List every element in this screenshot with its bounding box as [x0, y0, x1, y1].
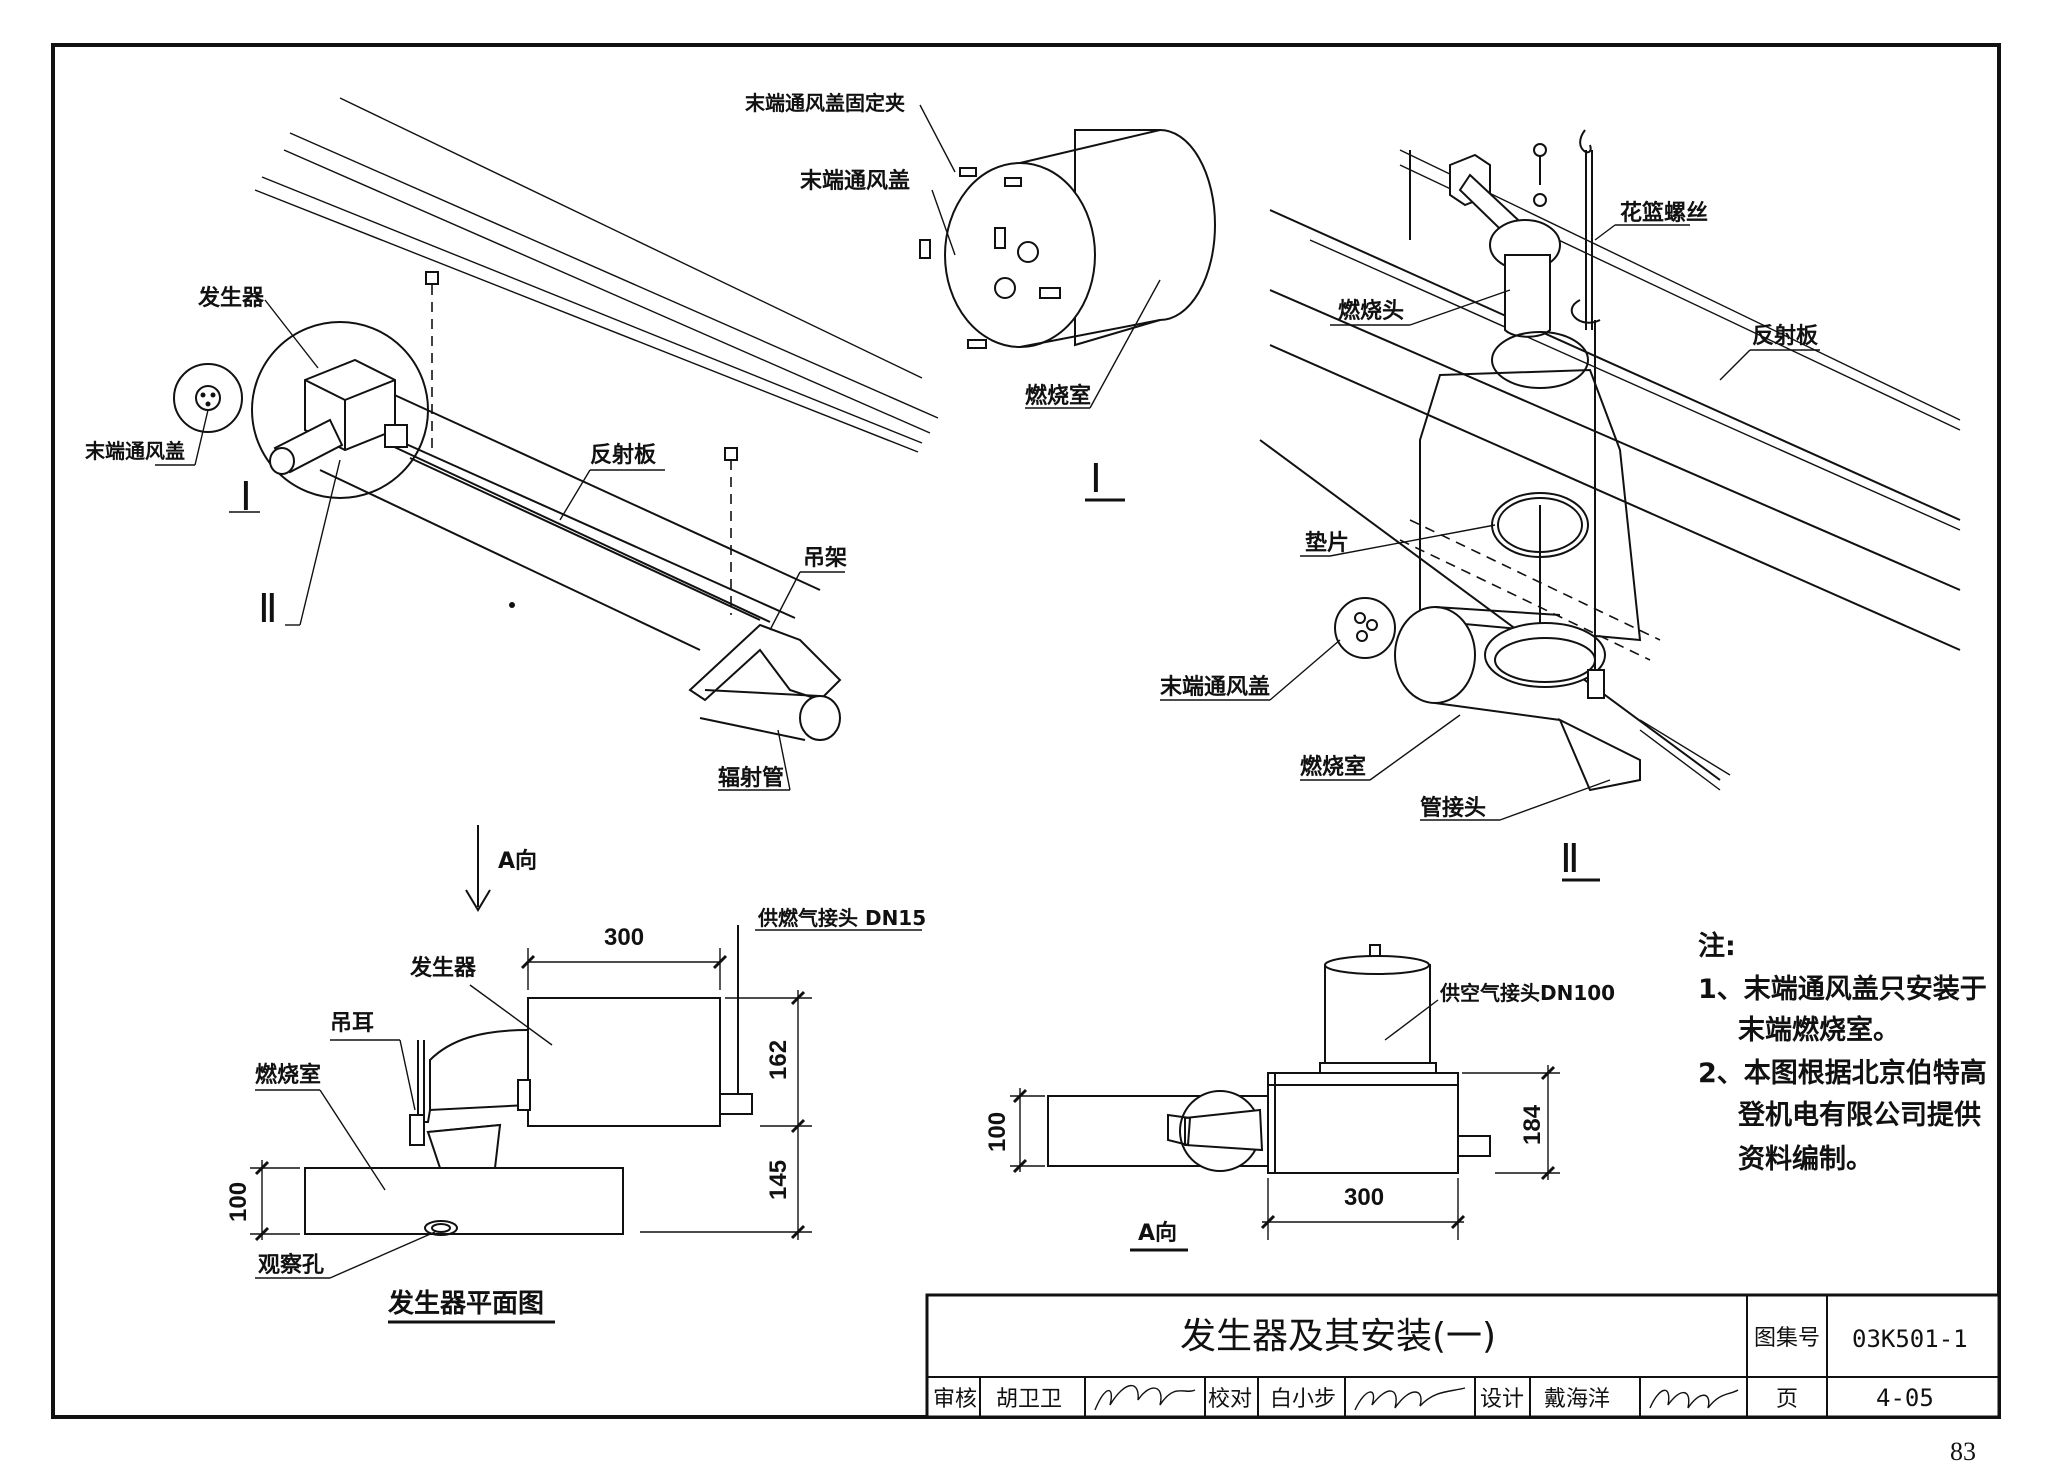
plan-sight-hole-label: 观察孔 — [258, 1252, 324, 1278]
overview-detail-2-mark: Ⅱ — [258, 586, 278, 631]
plan-chamber-label: 燃烧室 — [255, 1062, 321, 1088]
overview-radiant-tube-label: 辐射管 — [718, 765, 784, 791]
plan-dim-162: 162 — [765, 1040, 792, 1080]
plan-caption: 发生器平面图 — [387, 1288, 544, 1319]
reviewer-signature — [1094, 1384, 1196, 1411]
title-block: 发生器及其安装(一) 图集号 03K501-1 页 4-05 审核 胡卫卫 校对… — [925, 1293, 2001, 1419]
overview-reflector-label: 反射板 — [590, 442, 657, 468]
plan-dim-145: 145 — [765, 1160, 792, 1200]
checker-signature — [1354, 1387, 1466, 1411]
view-a-generator-box — [1267, 1072, 1459, 1174]
design-label: 设计 — [1480, 1387, 1524, 1412]
overview-view: 发生器 末端通风盖 Ⅰ Ⅱ 反射板 吊架 辐射管 — [85, 97, 939, 791]
notes-block: 注: 1、末端通风盖只安装于 末端燃烧室。 2、本图根据北京伯特高 登机电有限公… — [1698, 930, 1987, 1175]
plan-gas-inlet-label: 供燃气接头 DN15 — [757, 906, 926, 930]
checker-name: 白小步 — [1270, 1387, 1336, 1412]
detail-i-cap-label: 末端通风盖 — [800, 168, 910, 194]
sheet-number: 83 — [1950, 1437, 1976, 1466]
overview-end-cap-label: 末端通风盖 — [85, 439, 185, 463]
reviewer-name: 胡卫卫 — [996, 1387, 1062, 1412]
check-label: 校对 — [1208, 1387, 1252, 1412]
detail-ii-reflector-label: 反射板 — [1752, 323, 1819, 349]
plan-lug-label: 吊耳 — [330, 1011, 374, 1036]
detail-ii-gasket-label: 垫片 — [1305, 530, 1349, 556]
detail-ii-chamber-label: 燃烧室 — [1300, 754, 1366, 780]
atlas-label: 图集号 — [1754, 1326, 1820, 1351]
view-a-air-inlet-label: 供空气接头DN100 — [1439, 981, 1615, 1005]
page-label: 页 — [1776, 1387, 1798, 1412]
detail-ii-view: 花篮螺丝 燃烧头 反射板 垫片 末端通风盖 燃烧室 管接头 Ⅱ — [1160, 129, 1961, 882]
note-line-1: 1、末端通风盖只安装于 — [1698, 974, 1987, 1005]
plan-view: A向 300 162 145 — [225, 825, 926, 1324]
note-line-3: 2、本图根据北京伯特高 — [1698, 1057, 1987, 1089]
drawing-title: 发生器及其安装(一) — [1180, 1316, 1496, 1357]
review-label: 审核 — [933, 1387, 977, 1412]
overview-hanger-label: 吊架 — [803, 545, 847, 571]
view-a-dim-300: 300 — [1344, 1184, 1384, 1211]
plan-generator-label: 发生器 — [409, 955, 477, 981]
plan-dim-100: 100 — [225, 1182, 252, 1222]
plan-generator-box — [527, 997, 721, 1127]
plan-chamber-box — [304, 1167, 624, 1235]
plan-direction-label: A向 — [498, 848, 537, 874]
note-line-2: 末端燃烧室。 — [1738, 1014, 1900, 1046]
detail-ii-mark: Ⅱ — [1560, 836, 1580, 881]
plan-dim-300: 300 — [604, 924, 644, 951]
note-line-5: 资料编制。 — [1738, 1143, 1873, 1175]
designer-signature — [1649, 1389, 1739, 1409]
view-a: 100 184 300 供空气接头DN100 A向 — [984, 944, 1615, 1252]
notes-heading: 注: — [1698, 930, 1736, 962]
atlas-number: 03K501-1 — [1852, 1325, 1968, 1353]
detail-i-view: 末端通风盖固定夹 末端通风盖 燃烧室 Ⅰ — [745, 91, 1216, 502]
page-number: 4-05 — [1876, 1384, 1934, 1412]
view-a-dim-100: 100 — [984, 1112, 1011, 1152]
detail-i-mark: Ⅰ — [1090, 456, 1102, 501]
overview-detail-1-mark: Ⅰ — [240, 474, 252, 519]
note-line-4: 登机电有限公司提供 — [1737, 1100, 1981, 1131]
detail-i-clip-label: 末端通风盖固定夹 — [745, 91, 905, 115]
detail-i-chamber-label: 燃烧室 — [1025, 383, 1091, 409]
overview-generator-label: 发生器 — [197, 285, 265, 311]
detail-ii-turnbuckle-label: 花篮螺丝 — [1620, 200, 1708, 226]
detail-ii-end-cap-label: 末端通风盖 — [1160, 674, 1270, 700]
detail-ii-coupling-label: 管接头 — [1420, 795, 1486, 821]
view-a-caption: A向 — [1138, 1220, 1177, 1246]
view-a-dim-184: 184 — [1519, 1104, 1546, 1145]
detail-ii-burner-label: 燃烧头 — [1338, 298, 1404, 324]
designer-name: 戴海洋 — [1544, 1387, 1610, 1412]
